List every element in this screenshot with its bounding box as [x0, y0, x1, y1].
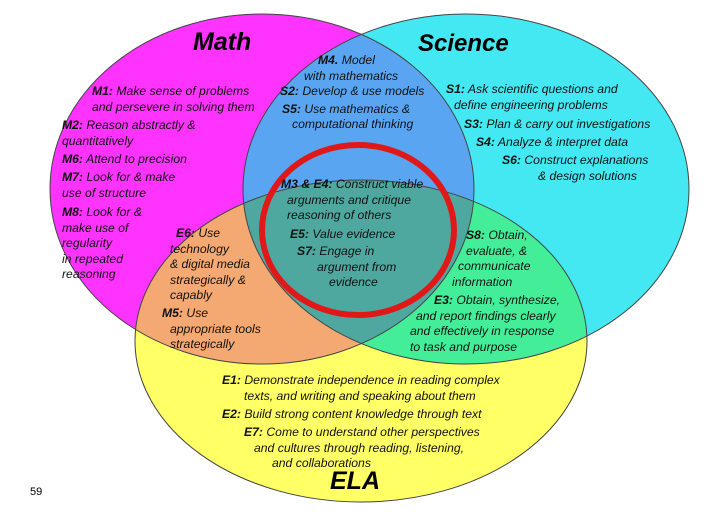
math-practice-m2: M2: Reason abstractly & quantitatively: [62, 118, 196, 148]
science-outline: [242, 13, 690, 365]
math-practice-m8: M8: Look for & make use of regularity in…: [62, 205, 142, 281]
science-practice-s6: S6: Construct explanations & design solu…: [502, 153, 649, 183]
ela-title: ELA: [330, 467, 380, 495]
ela-practice-e7: E7: Come to understand other perspective…: [244, 425, 480, 470]
math-title: Math: [193, 28, 252, 56]
math-science-practices: M4. Model with mathematics S2: Develop &…: [280, 53, 425, 131]
page-number: 59: [30, 486, 43, 498]
highlight-ring: [259, 142, 457, 318]
math-ela-practice-e6: E6: Use technology & digital media strat…: [170, 226, 250, 302]
center-practice-s7: S7: Engage in argument from evidence: [297, 244, 397, 289]
math-ela-practice-m5: M5: Use appropriate tools strategically: [162, 306, 261, 351]
math-practice-m7: M7: Look for & make use of structure: [62, 170, 176, 200]
science-ela-practice-s8: S8: Obtain, evaluate, & communicate info…: [452, 228, 531, 289]
science-title: Science: [418, 30, 509, 57]
science-practice-s1: S1: Ask scientific questions and define …: [446, 82, 618, 112]
center-practice-m3-e4: M3 & E4: Construct viable arguments and …: [281, 177, 424, 222]
ela-practice-e2: E2: Build strong content knowledge throu…: [222, 407, 482, 421]
science-practice-s4: S4: Analyze & interpret data: [476, 135, 628, 149]
ela-outline: [134, 179, 588, 503]
science-practice-s3: S3: Plan & carry out investigations: [464, 117, 651, 131]
science-ela-practice-e3: E3: Obtain, synthesize, and report findi…: [410, 293, 561, 354]
math-outline: [49, 13, 475, 365]
math-practice-m1: M1: Make sense of problems and persevere…: [92, 84, 255, 114]
ela-practice-e1: E1: Demonstrate independence in reading …: [222, 373, 500, 403]
math-practice-m6: M6: Attend to precision: [62, 152, 187, 166]
center-practice-e5: E5: Value evidence: [290, 227, 396, 241]
